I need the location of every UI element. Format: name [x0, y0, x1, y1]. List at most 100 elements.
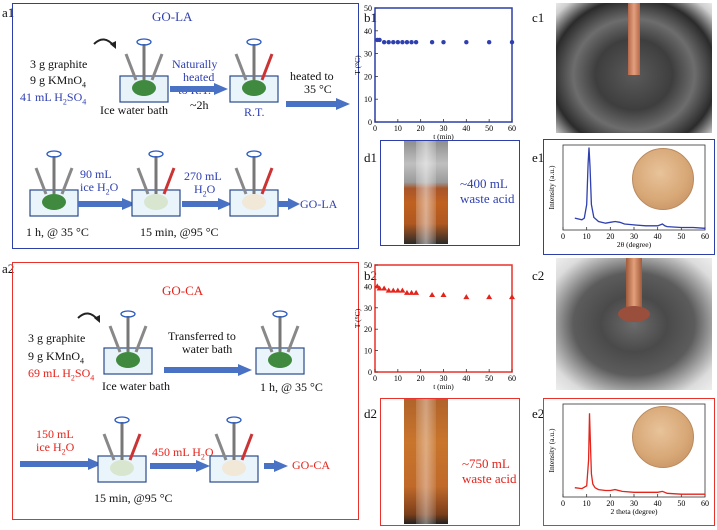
a2-arrow-1	[164, 364, 252, 376]
a2-cond1: 1 h, @ 35 °C	[260, 380, 323, 394]
y-tick-label: 0	[368, 118, 372, 127]
a1-flask-final-icon	[229, 150, 279, 217]
plot-frame	[374, 264, 513, 373]
x-tick-label: 50	[677, 232, 685, 241]
x-tick-label: 10	[394, 374, 402, 383]
a1-product: GO-LA	[300, 197, 338, 211]
panel-label-b2: b2	[364, 268, 377, 283]
d2-cylinder-photo	[404, 399, 448, 524]
x-tick-label: 60	[508, 124, 516, 133]
a1-reagent-h2so4: 41 mL H2SO4	[20, 90, 87, 107]
x-tick-label: 20	[417, 124, 425, 133]
data-point	[381, 40, 387, 45]
data-point	[509, 294, 515, 300]
x-axis-label: t (min)	[433, 382, 454, 391]
data-point	[509, 40, 515, 45]
y-tick-label: 0	[368, 368, 372, 377]
data-point	[381, 285, 388, 291]
y-tick-label: 40	[364, 27, 372, 36]
panel-label-a2: a2	[2, 261, 15, 276]
x-tick-label: 60	[508, 374, 516, 383]
y-axis-label: Intensity (a.u.)	[547, 428, 556, 472]
a2-reagent-kmno4: 9 g KMnO4	[28, 349, 85, 366]
x-tick-label: 0	[561, 232, 565, 241]
data-point	[440, 291, 447, 297]
x-tick-label: 10	[583, 499, 591, 508]
data-point	[400, 40, 405, 45]
data-point	[403, 289, 410, 295]
panel-label-e1: e1	[532, 150, 545, 165]
x-tick-label: 20	[417, 374, 425, 383]
panel-label-a1: a1	[2, 5, 15, 20]
data-point	[390, 287, 397, 293]
panel-label-d1: d1	[364, 150, 377, 165]
a2-product: GO-CA	[292, 458, 330, 472]
a2-flask-final-icon	[209, 416, 259, 483]
a1-water1-text: 90 mL ice H2O	[80, 167, 119, 197]
data-point	[486, 294, 493, 300]
x-tick-label: 40	[462, 374, 470, 383]
panel-label-c1: c1	[532, 10, 545, 25]
a1-curved-arrow-icon	[93, 38, 116, 49]
a1-flask-35-icon	[29, 150, 79, 217]
e2-inset-photo	[632, 406, 694, 468]
y-tick-label: 20	[364, 325, 372, 334]
x-tick-label: 0	[373, 374, 377, 383]
a1-rt-label: R.T.	[244, 105, 265, 119]
a1-step2-text: heated to 35 °C	[290, 69, 334, 96]
a1-reagent-graphite: 3 g graphite	[30, 57, 88, 71]
x-tick-label: 50	[485, 124, 493, 133]
data-point	[463, 294, 470, 300]
c2-photo	[556, 258, 712, 390]
panel-d2-frame	[380, 398, 520, 526]
x-tick-label: 60	[701, 232, 709, 241]
a2-curved-arrow-icon	[77, 312, 100, 323]
y-axis-label: Intensity (a.u.)	[547, 165, 556, 209]
x-tick-label: 40	[654, 499, 662, 508]
a2-ice-bath-label: Ice water bath	[102, 379, 170, 393]
panel-label-b1: b1	[364, 10, 377, 25]
x-tick-label: 60	[701, 499, 709, 508]
a2-arrow-4	[264, 460, 288, 472]
x-tick-label: 10	[583, 232, 591, 241]
data-point	[408, 289, 415, 295]
series-line	[574, 147, 706, 229]
y-tick-label: 20	[364, 72, 372, 81]
x-axis-label: 2θ (degree)	[617, 240, 652, 249]
y-tick-label: 50	[364, 261, 372, 270]
a2-title: GO-CA	[162, 283, 204, 298]
panel-d1-frame	[380, 140, 520, 246]
y-axis-label: T (°C)	[353, 308, 362, 328]
data-point	[376, 285, 383, 291]
x-tick-label: 20	[606, 499, 614, 508]
a1-step1-time: ~2h	[190, 98, 209, 112]
data-point	[377, 37, 382, 43]
y-tick-label: 10	[364, 95, 372, 104]
y-tick-label: 30	[364, 304, 372, 313]
a2-reagent-graphite: 3 g graphite	[28, 331, 86, 345]
a2-arrow-2	[20, 458, 102, 470]
a2-flask-35-icon	[255, 310, 305, 375]
panel-a1-frame	[12, 3, 359, 249]
x-tick-label: 20	[606, 232, 614, 241]
data-point	[464, 40, 469, 45]
a2-reagent-h2so4: 69 mL H2SO4	[28, 366, 95, 383]
data-point	[429, 40, 435, 45]
plot-frame	[374, 7, 513, 123]
series-line	[574, 413, 705, 495]
x-tick-label: 50	[485, 374, 493, 383]
y-tick-label: 40	[364, 282, 372, 291]
a1-flask-95-icon	[131, 150, 181, 217]
data-point	[386, 40, 391, 45]
y-tick-label: 30	[364, 50, 372, 59]
x-tick-label: 30	[440, 124, 448, 133]
a1-arrow-3	[78, 198, 136, 210]
data-point	[429, 291, 436, 297]
a1-cond2: 15 min, @95 °C	[140, 225, 219, 239]
d1-volume-text: ~400 mL waste acid	[460, 176, 515, 206]
x-axis-label: t (min)	[433, 132, 454, 141]
y-tick-label: 10	[364, 347, 372, 356]
